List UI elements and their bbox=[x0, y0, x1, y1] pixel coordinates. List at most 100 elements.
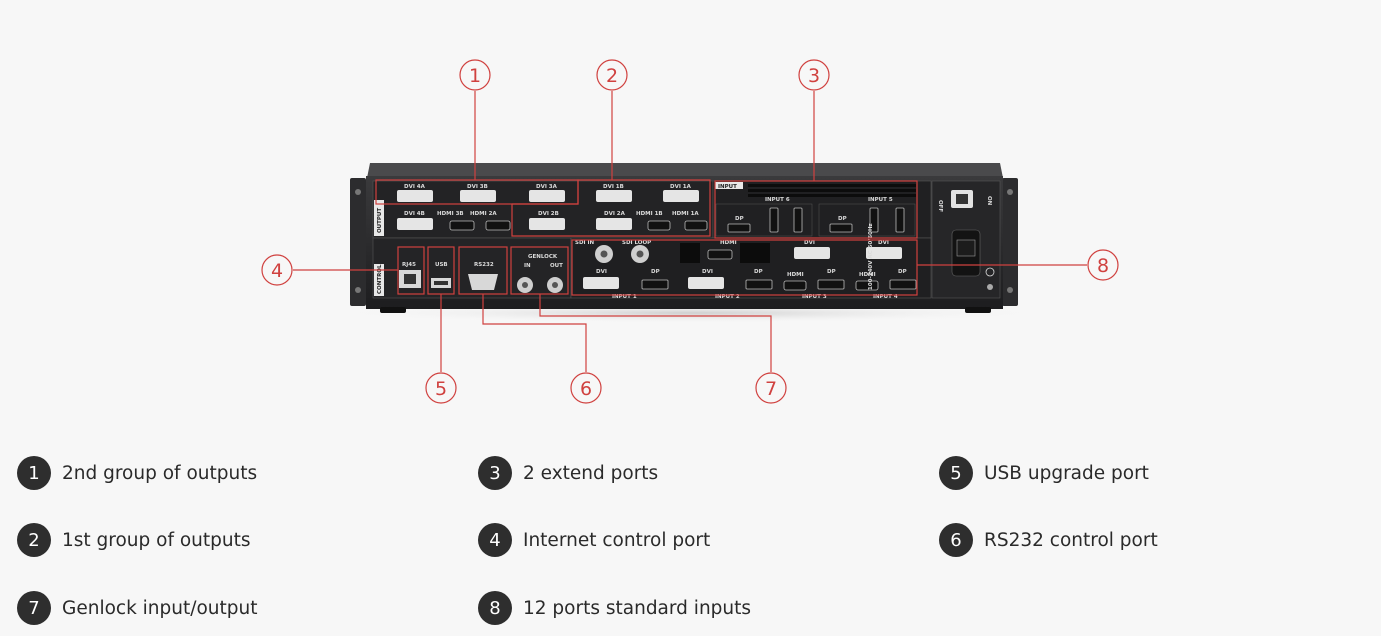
output-label: OUTPUT bbox=[377, 208, 383, 233]
label-input-6: INPUT 6 bbox=[765, 197, 790, 203]
control-panel: CONTROL RJ45 USB RS232 GENLOCK IN OUT bbox=[372, 237, 572, 299]
label-dp-in2: DP bbox=[754, 269, 763, 275]
dvi-1b-port bbox=[596, 190, 632, 202]
hdmi-1b-port bbox=[647, 220, 671, 231]
label-rj45: RJ45 bbox=[402, 262, 416, 268]
label-dvi-1a: DVI 1A bbox=[670, 184, 692, 190]
left-rack-ear bbox=[350, 178, 366, 306]
label-dvi-in3: DVI bbox=[804, 240, 815, 246]
label-hdmi-3b: HDMI 3B bbox=[437, 211, 464, 217]
svg-text:2: 2 bbox=[606, 65, 618, 87]
dvi-in4-port bbox=[866, 247, 902, 259]
label-input-1: INPUT 1 bbox=[612, 294, 637, 300]
label-dp-5: DP bbox=[838, 216, 847, 222]
svg-text:4: 4 bbox=[271, 260, 283, 282]
callout-4: 4 bbox=[261, 254, 293, 286]
dvi-in3-port bbox=[794, 247, 830, 259]
ground-symbol bbox=[985, 267, 995, 277]
label-input-3: INPUT 3 bbox=[802, 294, 827, 300]
highlight-group-2 bbox=[511, 179, 711, 237]
control-label: CONTROL bbox=[377, 264, 383, 294]
dvi-3b-port bbox=[460, 190, 496, 202]
label-hdmi-2a: HDMI 2A bbox=[470, 211, 497, 217]
label-sdi-in: SDI IN bbox=[575, 240, 595, 246]
input-label: INPUT bbox=[718, 184, 737, 190]
dp-5-port bbox=[829, 223, 853, 233]
label-dvi-4b: DVI 4B bbox=[404, 211, 425, 217]
label-dp-6: DP bbox=[735, 216, 744, 222]
label-dvi-in2: DVI bbox=[702, 269, 713, 275]
hdmi-in2-port bbox=[707, 249, 733, 260]
label-dvi-3b: DVI 3B bbox=[467, 184, 488, 190]
callout-5: 5 bbox=[425, 372, 457, 404]
dvi-2b-port bbox=[529, 218, 565, 230]
callout-2: 2 bbox=[596, 59, 628, 91]
label-dp-in3: DP bbox=[827, 269, 836, 275]
label-hdmi-1a: HDMI 1A bbox=[672, 211, 699, 217]
label-dvi-4a: DVI 4A bbox=[404, 184, 426, 190]
label-dp-in4: DP bbox=[898, 269, 907, 275]
label-input-2: INPUT 2 bbox=[715, 294, 740, 300]
label-dvi-in1: DVI bbox=[596, 269, 607, 275]
label-usb: USB bbox=[435, 262, 448, 268]
extend-input-panel: INPUT INPUT 6 INPUT 5 DP DP bbox=[712, 180, 932, 239]
label-genlock-out: OUT bbox=[550, 263, 563, 269]
hdmi-3b-port bbox=[449, 220, 475, 231]
label-hdmi-1b: HDMI 1B bbox=[636, 211, 663, 217]
hdmi-in4-port bbox=[855, 280, 879, 291]
label-off: OFF bbox=[937, 200, 943, 212]
callout-7: 7 bbox=[755, 372, 787, 404]
leader-lines bbox=[293, 91, 1087, 372]
label-on: ON bbox=[986, 196, 992, 206]
label-genlock: GENLOCK bbox=[528, 254, 558, 260]
highlight-group-3 bbox=[714, 180, 918, 239]
standard-input-panel: SDI IN SDI LOOP DVI DP HDMI DVI DP DVI H… bbox=[570, 237, 932, 300]
dvi-in1-port bbox=[583, 277, 619, 289]
hdmi-in3-port bbox=[783, 280, 807, 291]
label-dvi-2b: DVI 2B bbox=[538, 211, 559, 217]
callout-1: 1 bbox=[459, 59, 491, 91]
dp-in2-port bbox=[745, 279, 773, 290]
label-dvi-3a: DVI 3A bbox=[536, 184, 558, 190]
dvi-2a-port bbox=[596, 218, 632, 230]
label-dp-in1: DP bbox=[651, 269, 660, 275]
label-dvi-1b: DVI 1B bbox=[603, 184, 624, 190]
dp-in3-port bbox=[817, 279, 845, 290]
svg-text:6: 6 bbox=[580, 378, 592, 400]
callout-6: 6 bbox=[570, 372, 602, 404]
label-sdi-loop: SDI LOOP bbox=[622, 240, 651, 246]
svg-text:3: 3 bbox=[808, 65, 820, 87]
label-hdmi-in4: HDMI bbox=[859, 272, 876, 278]
hdmi-1a-port bbox=[684, 220, 708, 231]
dp-6-port bbox=[727, 223, 751, 233]
label-power: 100-240V AC 50/60Hz bbox=[868, 223, 874, 290]
dp-in1-port bbox=[641, 279, 669, 290]
svg-text:8: 8 bbox=[1097, 255, 1109, 277]
label-dvi-in4: DVI bbox=[878, 240, 889, 246]
dvi-3a-port bbox=[529, 190, 565, 202]
svg-text:1: 1 bbox=[469, 65, 481, 87]
callout-8: 8 bbox=[1087, 249, 1119, 281]
label-input-4: INPUT 4 bbox=[873, 294, 898, 300]
dvi-4a-port bbox=[397, 190, 433, 202]
svg-text:5: 5 bbox=[435, 378, 447, 400]
callout-3: 3 bbox=[798, 59, 830, 91]
right-rack-ear bbox=[1002, 178, 1018, 306]
label-dvi-2a: DVI 2A bbox=[604, 211, 626, 217]
hdmi-2a-port bbox=[485, 220, 511, 231]
svg-text:7: 7 bbox=[765, 378, 777, 400]
ground-terminal bbox=[987, 284, 993, 290]
label-hdmi-in2: HDMI bbox=[720, 240, 737, 246]
dp-in4-port bbox=[889, 279, 917, 290]
label-rs232: RS232 bbox=[474, 262, 494, 268]
dvi-in2-port bbox=[688, 277, 724, 289]
output-panel: OUTPUT DVI 4A DVI 3B DVI 3A DVI 1B DVI 1… bbox=[372, 180, 714, 239]
label-genlock-in: IN bbox=[524, 263, 531, 269]
dvi-4b-port bbox=[397, 218, 433, 230]
label-input-5: INPUT 5 bbox=[868, 197, 893, 203]
label-hdmi-in3: HDMI bbox=[787, 272, 804, 278]
callouts: 1 2 3 4 5 6 7 8 bbox=[261, 59, 1119, 404]
rs232-port bbox=[468, 274, 498, 290]
highlight-group-8 bbox=[571, 239, 918, 296]
